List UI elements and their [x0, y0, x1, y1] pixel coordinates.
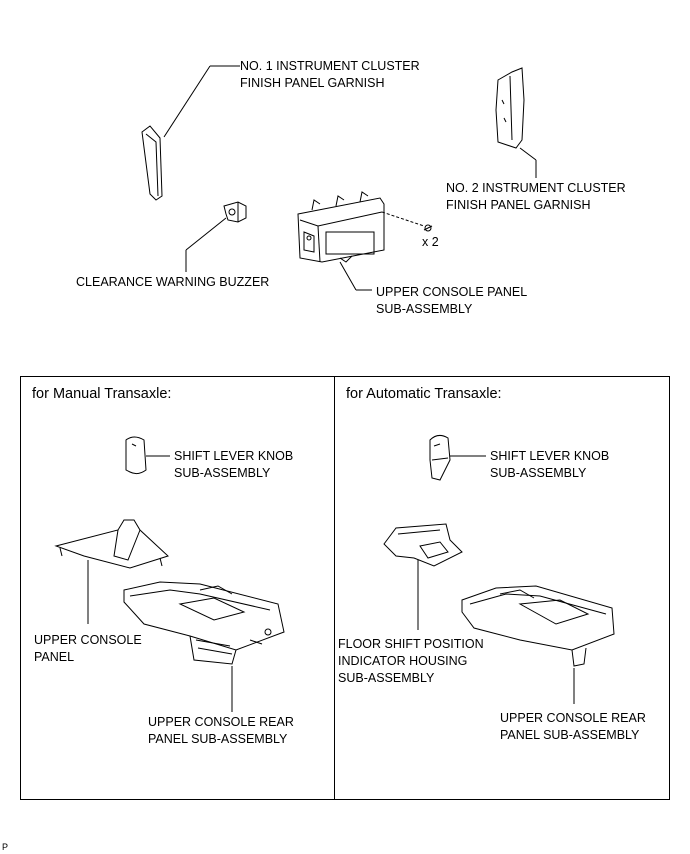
manual-knob-label: SHIFT LEVER KNOB SUB-ASSEMBLY	[174, 449, 294, 480]
figure-code: P	[2, 842, 9, 852]
auto-rear-panel-part	[461, 585, 615, 704]
manual-upper-panel-label: UPPER CONSOLE PANEL	[34, 633, 142, 664]
buzzer-label: CLEARANCE WARNING BUZZER	[76, 275, 270, 289]
garnish-1-part	[141, 65, 240, 201]
garnish-2-label: NO. 2 INSTRUMENT CLUSTER FINISH PANEL GA…	[446, 181, 626, 212]
manual-rear-panel-part	[123, 581, 285, 712]
upper-console-part	[297, 191, 433, 291]
auto-knob-part	[429, 434, 486, 481]
screw-count-label: x 2	[422, 235, 439, 249]
auto-indicator-label: FLOOR SHIFT POSITION INDICATOR HOUSING S…	[338, 637, 484, 685]
garnish-2-part	[495, 67, 537, 178]
manual-rear-panel-label: UPPER CONSOLE REAR PANEL SUB-ASSEMBLY	[148, 715, 294, 746]
buzzer-part	[185, 201, 247, 272]
auto-knob-label: SHIFT LEVER KNOB SUB-ASSEMBLY	[490, 449, 610, 480]
upper-console-label: UPPER CONSOLE PANEL SUB-ASSEMBLY	[376, 285, 528, 316]
variant-panels-frame	[20, 376, 670, 800]
garnish-1-label: NO. 1 INSTRUMENT CLUSTER FINISH PANEL GA…	[240, 59, 420, 90]
auto-indicator-part	[383, 523, 463, 630]
automatic-panel-title: for Automatic Transaxle:	[346, 386, 502, 402]
manual-knob-part	[125, 436, 170, 475]
manual-upper-panel-part	[54, 519, 169, 624]
panel-divider	[334, 376, 335, 800]
auto-rear-panel-label: UPPER CONSOLE REAR PANEL SUB-ASSEMBLY	[500, 711, 646, 742]
manual-panel-title: for Manual Transaxle:	[32, 386, 172, 402]
